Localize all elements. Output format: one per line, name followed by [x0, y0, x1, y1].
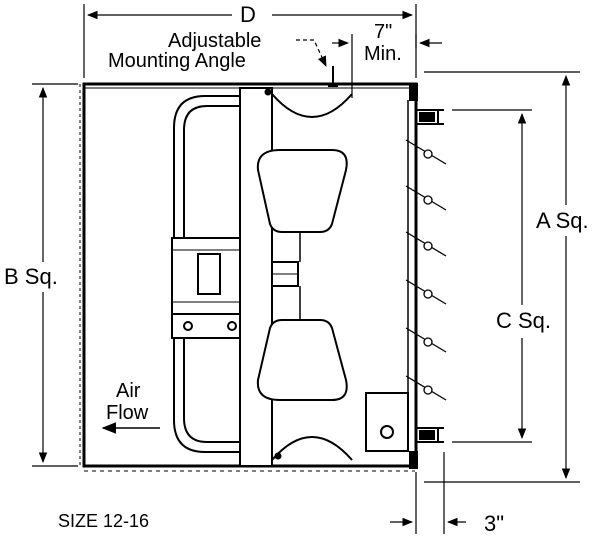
corner-bracket-top: [409, 83, 418, 101]
knockout-hole: [380, 425, 394, 439]
dimension-b: [32, 83, 78, 467]
motor-body: [171, 237, 251, 315]
coil-louvers: [405, 100, 447, 452]
coil-connections: [415, 109, 444, 443]
motor-nameplate: [197, 253, 221, 295]
mounting-angle-label-line2: Mounting Angle: [108, 50, 246, 72]
motor-bolt: [227, 321, 237, 331]
fan-blade-lower: [256, 319, 348, 401]
dimension-a-label: A Sq.: [536, 208, 589, 233]
junction-box: [365, 392, 409, 452]
dimension-min-label: Min.: [364, 43, 402, 65]
air-flow-label-line1: Air: [116, 380, 141, 402]
mounting-angle-label-line1: Adjustable: [168, 30, 262, 52]
motor-bolt: [183, 321, 193, 331]
dimension-b-label: B Sq.: [4, 264, 58, 289]
louver-pivot: [423, 337, 433, 347]
venturi-arc-top: [271, 93, 353, 118]
louver-pivot: [423, 149, 433, 159]
connection-bracket-top: [415, 109, 439, 125]
fan-blade-upper: [256, 149, 348, 233]
corner-bracket-bottom: [409, 451, 418, 469]
connection-bracket-bottom: [415, 427, 439, 443]
dimension-d-label: D: [240, 2, 256, 27]
motor: [171, 237, 299, 339]
dimension-c-label: C Sq.: [496, 308, 552, 333]
dimension-3: [390, 452, 466, 534]
louver-pivot: [423, 289, 433, 299]
louver-pivot: [423, 385, 433, 395]
fan-blades: [256, 149, 348, 401]
dimension-d: [83, 4, 417, 78]
louver-pivot: [423, 241, 433, 251]
fan-panel: [239, 87, 353, 467]
air-flow-label-line2: Flow: [106, 402, 149, 424]
venturi-arc-bottom: [271, 436, 353, 461]
dimension-a: [424, 71, 580, 483]
size-label: SIZE 12-16: [58, 511, 150, 531]
dimension-7-min: [332, 34, 442, 98]
dimension-c: [452, 109, 532, 443]
dimension-7-label: 7": [374, 21, 393, 43]
dimension-3-label: 3": [484, 511, 505, 536]
louver-pivot: [423, 195, 433, 205]
panel-rivet: [264, 88, 272, 96]
fan-panel-frame: [239, 87, 273, 467]
mounting-angle: [296, 39, 338, 87]
